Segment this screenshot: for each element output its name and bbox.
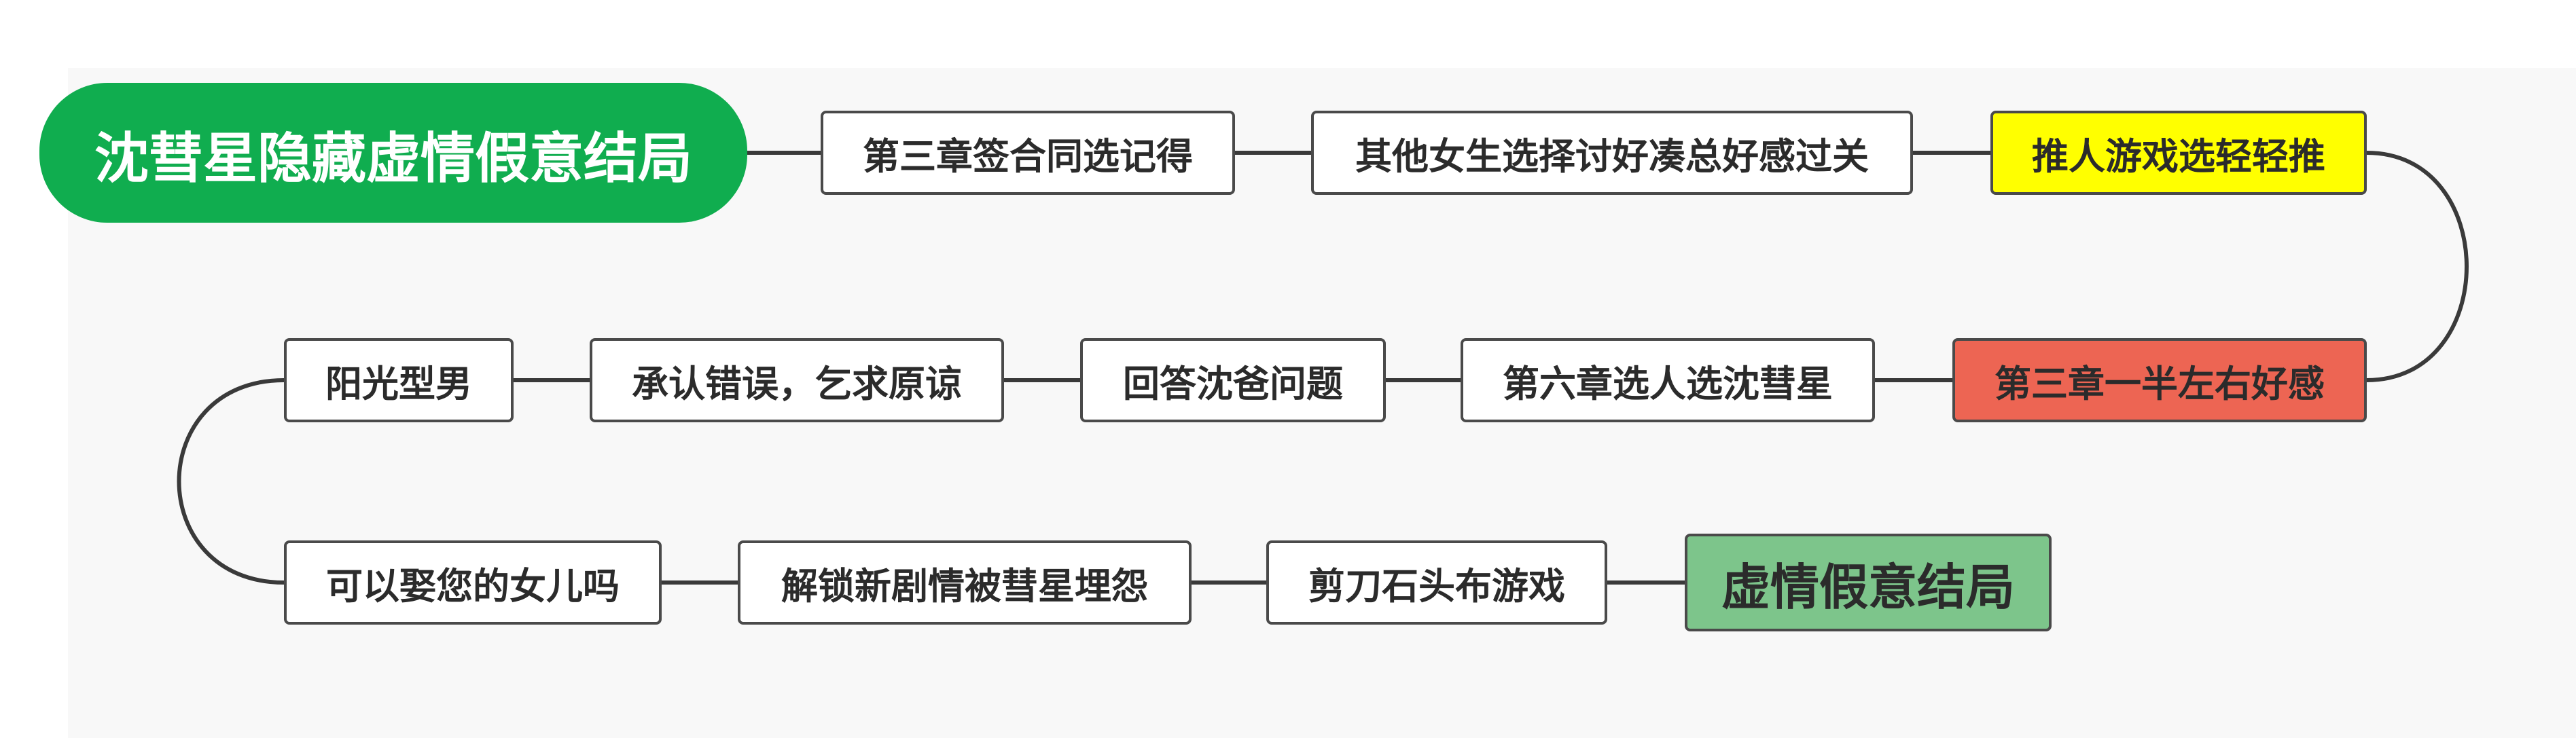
step-node-9[interactable]: 可以娶您的女儿吗 [284,540,662,625]
step-node-6[interactable]: 回答沈爸问题 [1080,338,1386,422]
step-node-7[interactable]: 承认错误，乞求原谅 [590,338,1004,422]
step-node-2[interactable]: 其他女生选择讨好凑总好感过关 [1311,111,1913,195]
step-node-5[interactable]: 第六章选人选沈彗星 [1461,338,1875,422]
step-node-3[interactable]: 推人游戏选轻轻推 [1990,111,2367,195]
connector-curve [2365,151,2469,382]
root-topic[interactable]: 沈彗星隐藏虚情假意结局 [39,83,747,223]
step-node-1[interactable]: 第三章签合同选记得 [821,111,1235,195]
connector-curve [177,378,286,585]
step-node-11[interactable]: 剪刀石头布游戏 [1266,540,1607,625]
step-node-10[interactable]: 解锁新剧情被彗星埋怨 [738,540,1192,625]
ending-node[interactable]: 虚情假意结局 [1685,534,2052,631]
step-node-4[interactable]: 第三章一半左右好感 [1952,338,2367,422]
step-node-8[interactable]: 阳光型男 [284,338,514,422]
